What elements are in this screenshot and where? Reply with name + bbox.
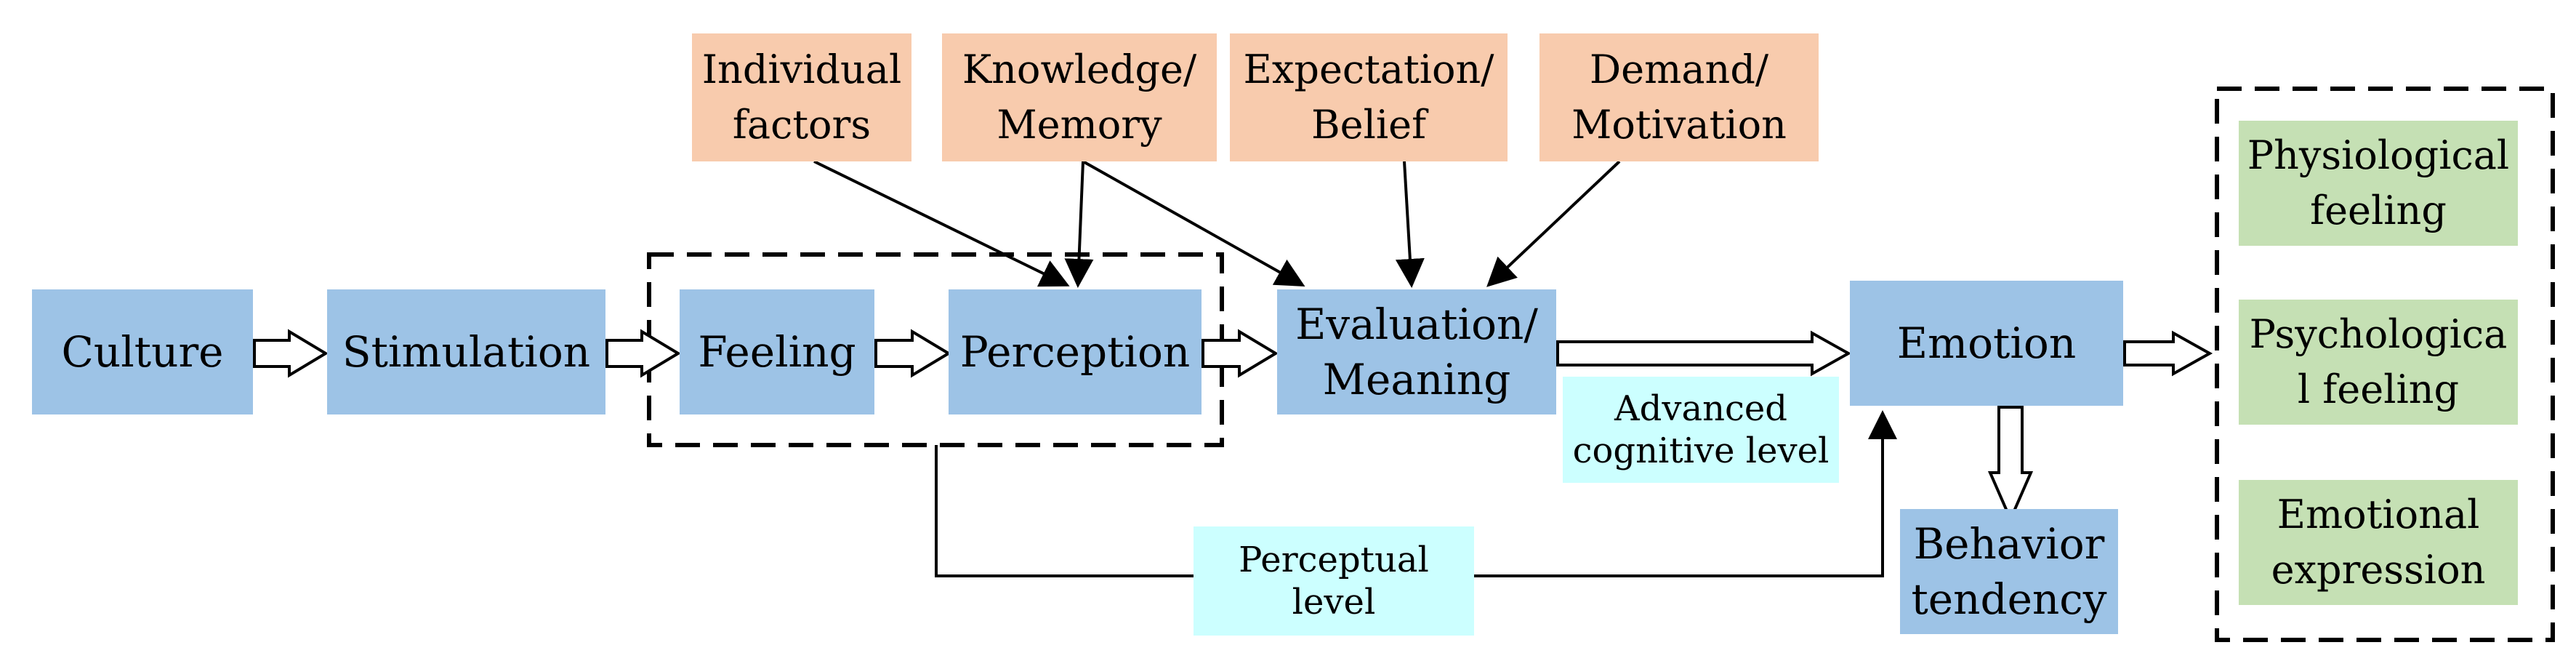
arrow-knowledge-to-perception	[1064, 161, 1094, 288]
emotion-outputs-frame	[2215, 87, 2555, 642]
hollow-arrow-stimulation-feeling	[605, 329, 681, 378]
arrow-knowledge-to-evaluation	[1082, 160, 1305, 287]
arrow-demand-to-evaluation	[1486, 160, 1621, 287]
arrow-individual-to-perception	[813, 160, 1070, 287]
perceptual-stage-frame	[647, 252, 1224, 447]
factor-expectation-belief: Expectation/Belief	[1230, 33, 1508, 161]
hollow-arrow-perception-evaluation	[1202, 329, 1279, 378]
node-stimulation: Stimulation	[327, 289, 605, 414]
node-culture: Culture	[32, 289, 253, 414]
hollow-arrow-culture-stimulation	[253, 329, 329, 378]
factor-knowledge-memory: Knowledge/Memory	[942, 33, 1217, 161]
factor-demand-motivation: Demand/Motivation	[1539, 33, 1819, 161]
node-feeling: Feeling	[680, 289, 874, 414]
node-perception: Perception	[949, 289, 1202, 414]
hollow-arrow-feeling-perception	[874, 329, 951, 378]
hollow-arrow-evaluation-emotion	[1556, 330, 1852, 377]
node-emotion: Emotion	[1850, 281, 2123, 406]
hollow-arrow-emotion-outputs	[2123, 330, 2213, 377]
hollow-arrow-emotion-behavior	[1987, 406, 2034, 523]
arrow-expectation-to-evaluation	[1395, 161, 1425, 288]
node-evaluation-meaning: Evaluation/Meaning	[1277, 289, 1556, 414]
